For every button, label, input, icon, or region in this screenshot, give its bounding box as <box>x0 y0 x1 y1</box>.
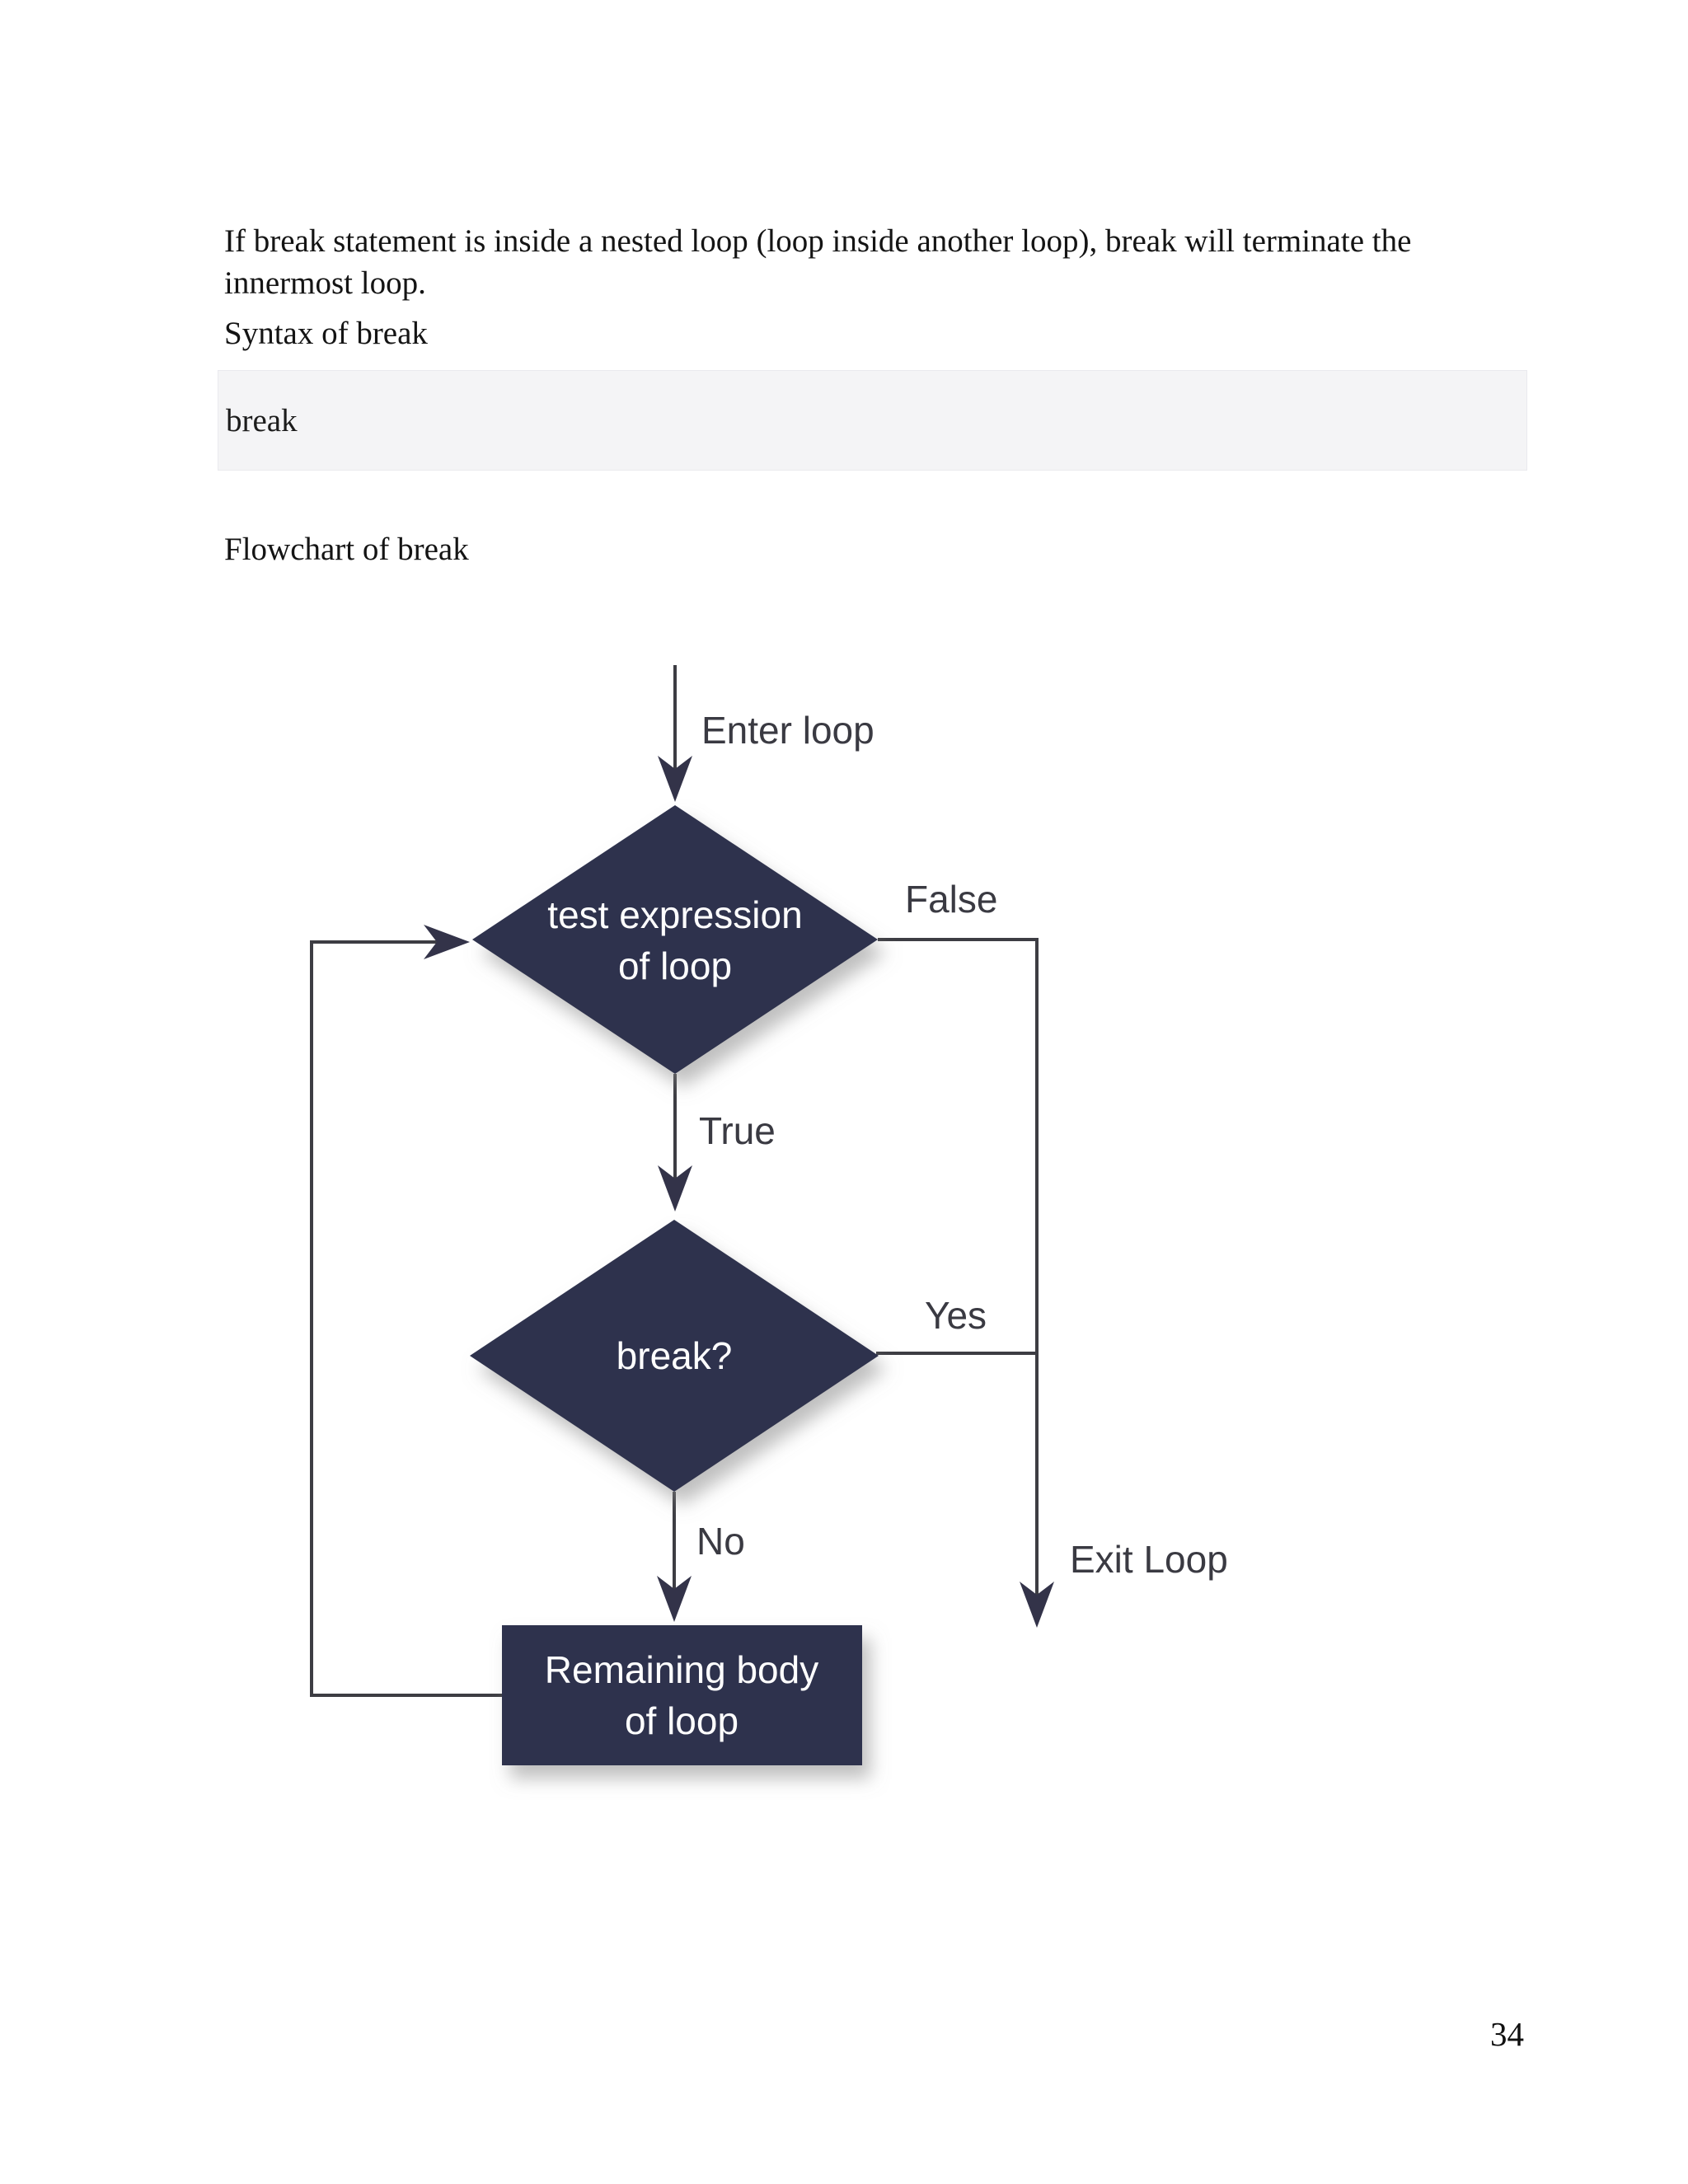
code-block: break <box>218 370 1527 471</box>
code-text: break <box>226 402 298 438</box>
flowchart-heading: Flowchart of break <box>224 532 469 567</box>
arrowhead-down-icon <box>658 1165 692 1212</box>
decision1-label-line1: test expression <box>547 893 802 936</box>
decision-test-expression <box>472 805 878 1074</box>
syntax-heading: Syntax of break <box>224 316 428 351</box>
decision1-label-line2: of loop <box>618 944 732 987</box>
decision2-label: break? <box>617 1334 733 1377</box>
process-label-line2: of loop <box>625 1699 738 1742</box>
arrowhead-down-icon <box>1020 1582 1054 1628</box>
loopback-edge <box>310 940 502 1697</box>
page-number: 34 <box>1490 2015 1524 2053</box>
process-remaining-body <box>502 1625 862 1765</box>
arrowhead-right-icon <box>424 925 470 959</box>
arrowhead-down-icon <box>657 1576 692 1622</box>
yes-label: Yes <box>925 1294 987 1337</box>
exit-label: Exit Loop <box>1070 1538 1228 1581</box>
decision-break <box>470 1220 879 1492</box>
intro-paragraph: If break statement is inside a nested lo… <box>224 223 1412 301</box>
no-label: No <box>696 1520 745 1563</box>
arrowhead-down-icon <box>658 756 692 802</box>
process-label-line1: Remaining body <box>545 1648 818 1691</box>
false-exit-edge <box>878 938 1039 1599</box>
entry-label: Enter loop <box>701 709 874 752</box>
false-label: False <box>905 878 997 921</box>
true-label: True <box>699 1109 776 1152</box>
